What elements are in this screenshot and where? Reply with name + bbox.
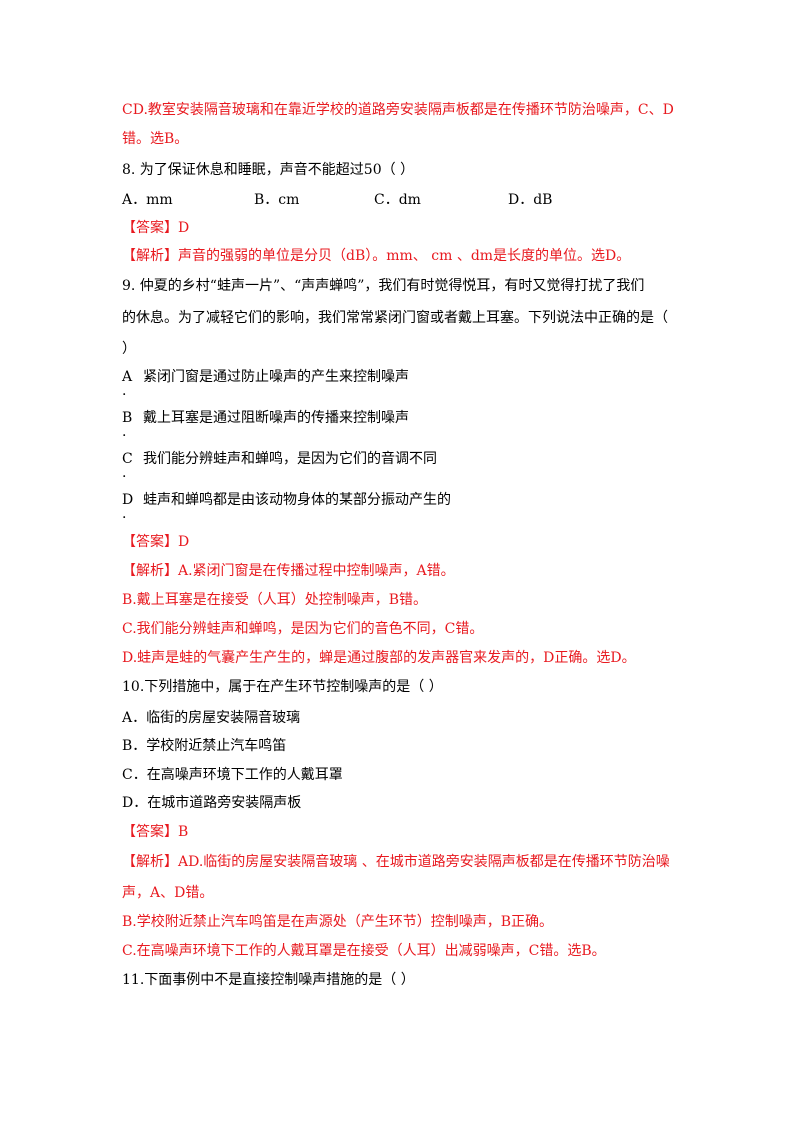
explanation-text: 声音的强弱的单位是分贝（dB）。mm、 cm 、dm是长度的单位。选D。 — [178, 248, 631, 264]
question-9-option-c-text: 我们能分辨蛙声和蝉鸣，是因为它们的音调不同 — [143, 451, 437, 467]
explanation-line: 错。选B。 — [122, 131, 189, 147]
explanation-tag: 【解析】 — [122, 563, 178, 579]
question-10-explanation-c: C.在高噪声环境下工作的人戴耳罩是在接受（人耳）出减弱噪声，C错。选B。 — [122, 943, 606, 959]
question-10-option-a: A．临街的房屋安装隔音玻璃 — [122, 710, 301, 726]
question-10-answer: 【答案】B — [122, 823, 188, 841]
answer-tag: 【答案】 — [122, 534, 178, 550]
question-9-explanation-c: C.我们能分辨蛙声和蝉鸣，是因为它们的音色不同，C错。 — [122, 621, 484, 637]
question-8-option-a: A．mm — [122, 192, 173, 208]
question-9-option-b-text: 戴上耳塞是通过阻断噪声的传播来控制噪声 — [143, 410, 409, 426]
question-8-explanation: 【解析】声音的强弱的单位是分贝（dB）。mm、 cm 、dm是长度的单位。选D。 — [122, 247, 630, 265]
question-9-option-c-letter: C — [122, 451, 133, 467]
question-10-option-d: D．在城市道路旁安装隔声板 — [122, 795, 302, 811]
option-dot: · — [122, 510, 127, 526]
question-10-explanation-b: B.学校附近禁止汽车鸣笛是在声源处（产生环节）控制噪声，B正确。 — [122, 914, 554, 930]
question-9-explanation: 【解析】A.紧闭门窗是在传播过程中控制噪声，A错。 — [122, 562, 455, 580]
explanation-tag: 【解析】 — [122, 854, 178, 870]
question-9-option-a-text: 紧闭门窗是通过防止噪声的产生来控制噪声 — [143, 369, 409, 385]
answer-value: D — [178, 534, 190, 550]
option-dot: · — [122, 469, 127, 485]
question-9-option-d-letter: D — [122, 492, 134, 508]
question-9-option-d-text: 蛙声和蝉鸣都是由该动物身体的某部分振动产生的 — [143, 492, 451, 508]
answer-value: D — [178, 220, 190, 236]
question-9-option-a-letter: A — [122, 369, 133, 385]
question-8-answer: 【答案】D — [122, 219, 189, 237]
question-8-option-b: B．cm — [254, 192, 300, 208]
question-11-stem: 11.下面事例中不是直接控制噪声措施的是（ ） — [122, 972, 415, 988]
question-9-explanation-b: B.戴上耳塞是在接受（人耳）处控制噪声，B错。 — [122, 592, 428, 608]
question-9-stem-line-1: 9. 仲夏的乡村“蛙声一片”、“声声蝉鸣”，我们有时觉得悦耳，有时又觉得打扰了我… — [122, 278, 645, 294]
question-10-explanation: 【解析】AD.临街的房屋安装隔音玻璃 、在城市道路旁安装隔声板都是在传播环节防治… — [122, 853, 670, 871]
question-10-explanation-cont: 声，A、D错。 — [122, 885, 214, 901]
answer-tag: 【答案】 — [122, 220, 178, 236]
option-dot: · — [122, 387, 127, 403]
explanation-text: A.紧闭门窗是在传播过程中控制噪声，A错。 — [178, 563, 455, 579]
question-10-option-c: C．在高噪声环境下工作的人戴耳罩 — [122, 767, 343, 783]
question-9-stem-line-2: 的休息。为了减轻它们的影响，我们常常紧闭门窗或者戴上耳塞。下列说法中正确的是（ — [122, 310, 668, 326]
answer-value: B — [178, 824, 189, 840]
option-dot: · — [122, 428, 127, 444]
question-9-option-b-letter: B — [122, 410, 133, 426]
answer-tag: 【答案】 — [122, 824, 178, 840]
question-10-stem: 10.下列措施中，属于在产生环节控制噪声的是（ ） — [122, 679, 443, 695]
explanation-text: AD.临街的房屋安装隔音玻璃 、在城市道路旁安装隔声板都是在传播环节防治噪 — [178, 854, 670, 870]
explanation-line: CD.教室安装隔音玻璃和在靠近学校的道路旁安装隔声板都是在传播环节防治噪声，C、… — [122, 102, 674, 118]
question-9-stem-line-3: ） — [122, 341, 136, 357]
question-10-option-b: B．学校附近禁止汽车鸣笛 — [122, 738, 287, 754]
question-8-option-d: D．dB — [508, 192, 553, 208]
question-8-option-c: C．dm — [374, 192, 421, 208]
question-8-stem: 8. 为了保证休息和睡眠，声音不能超过50（ ） — [122, 162, 415, 178]
question-9-answer: 【答案】D — [122, 533, 189, 551]
explanation-tag: 【解析】 — [122, 248, 178, 264]
question-9-explanation-d: D.蛙声是蛙的气囊产生产生的，蝉是通过腹部的发声器官来发声的，D正确。选D。 — [122, 650, 636, 666]
